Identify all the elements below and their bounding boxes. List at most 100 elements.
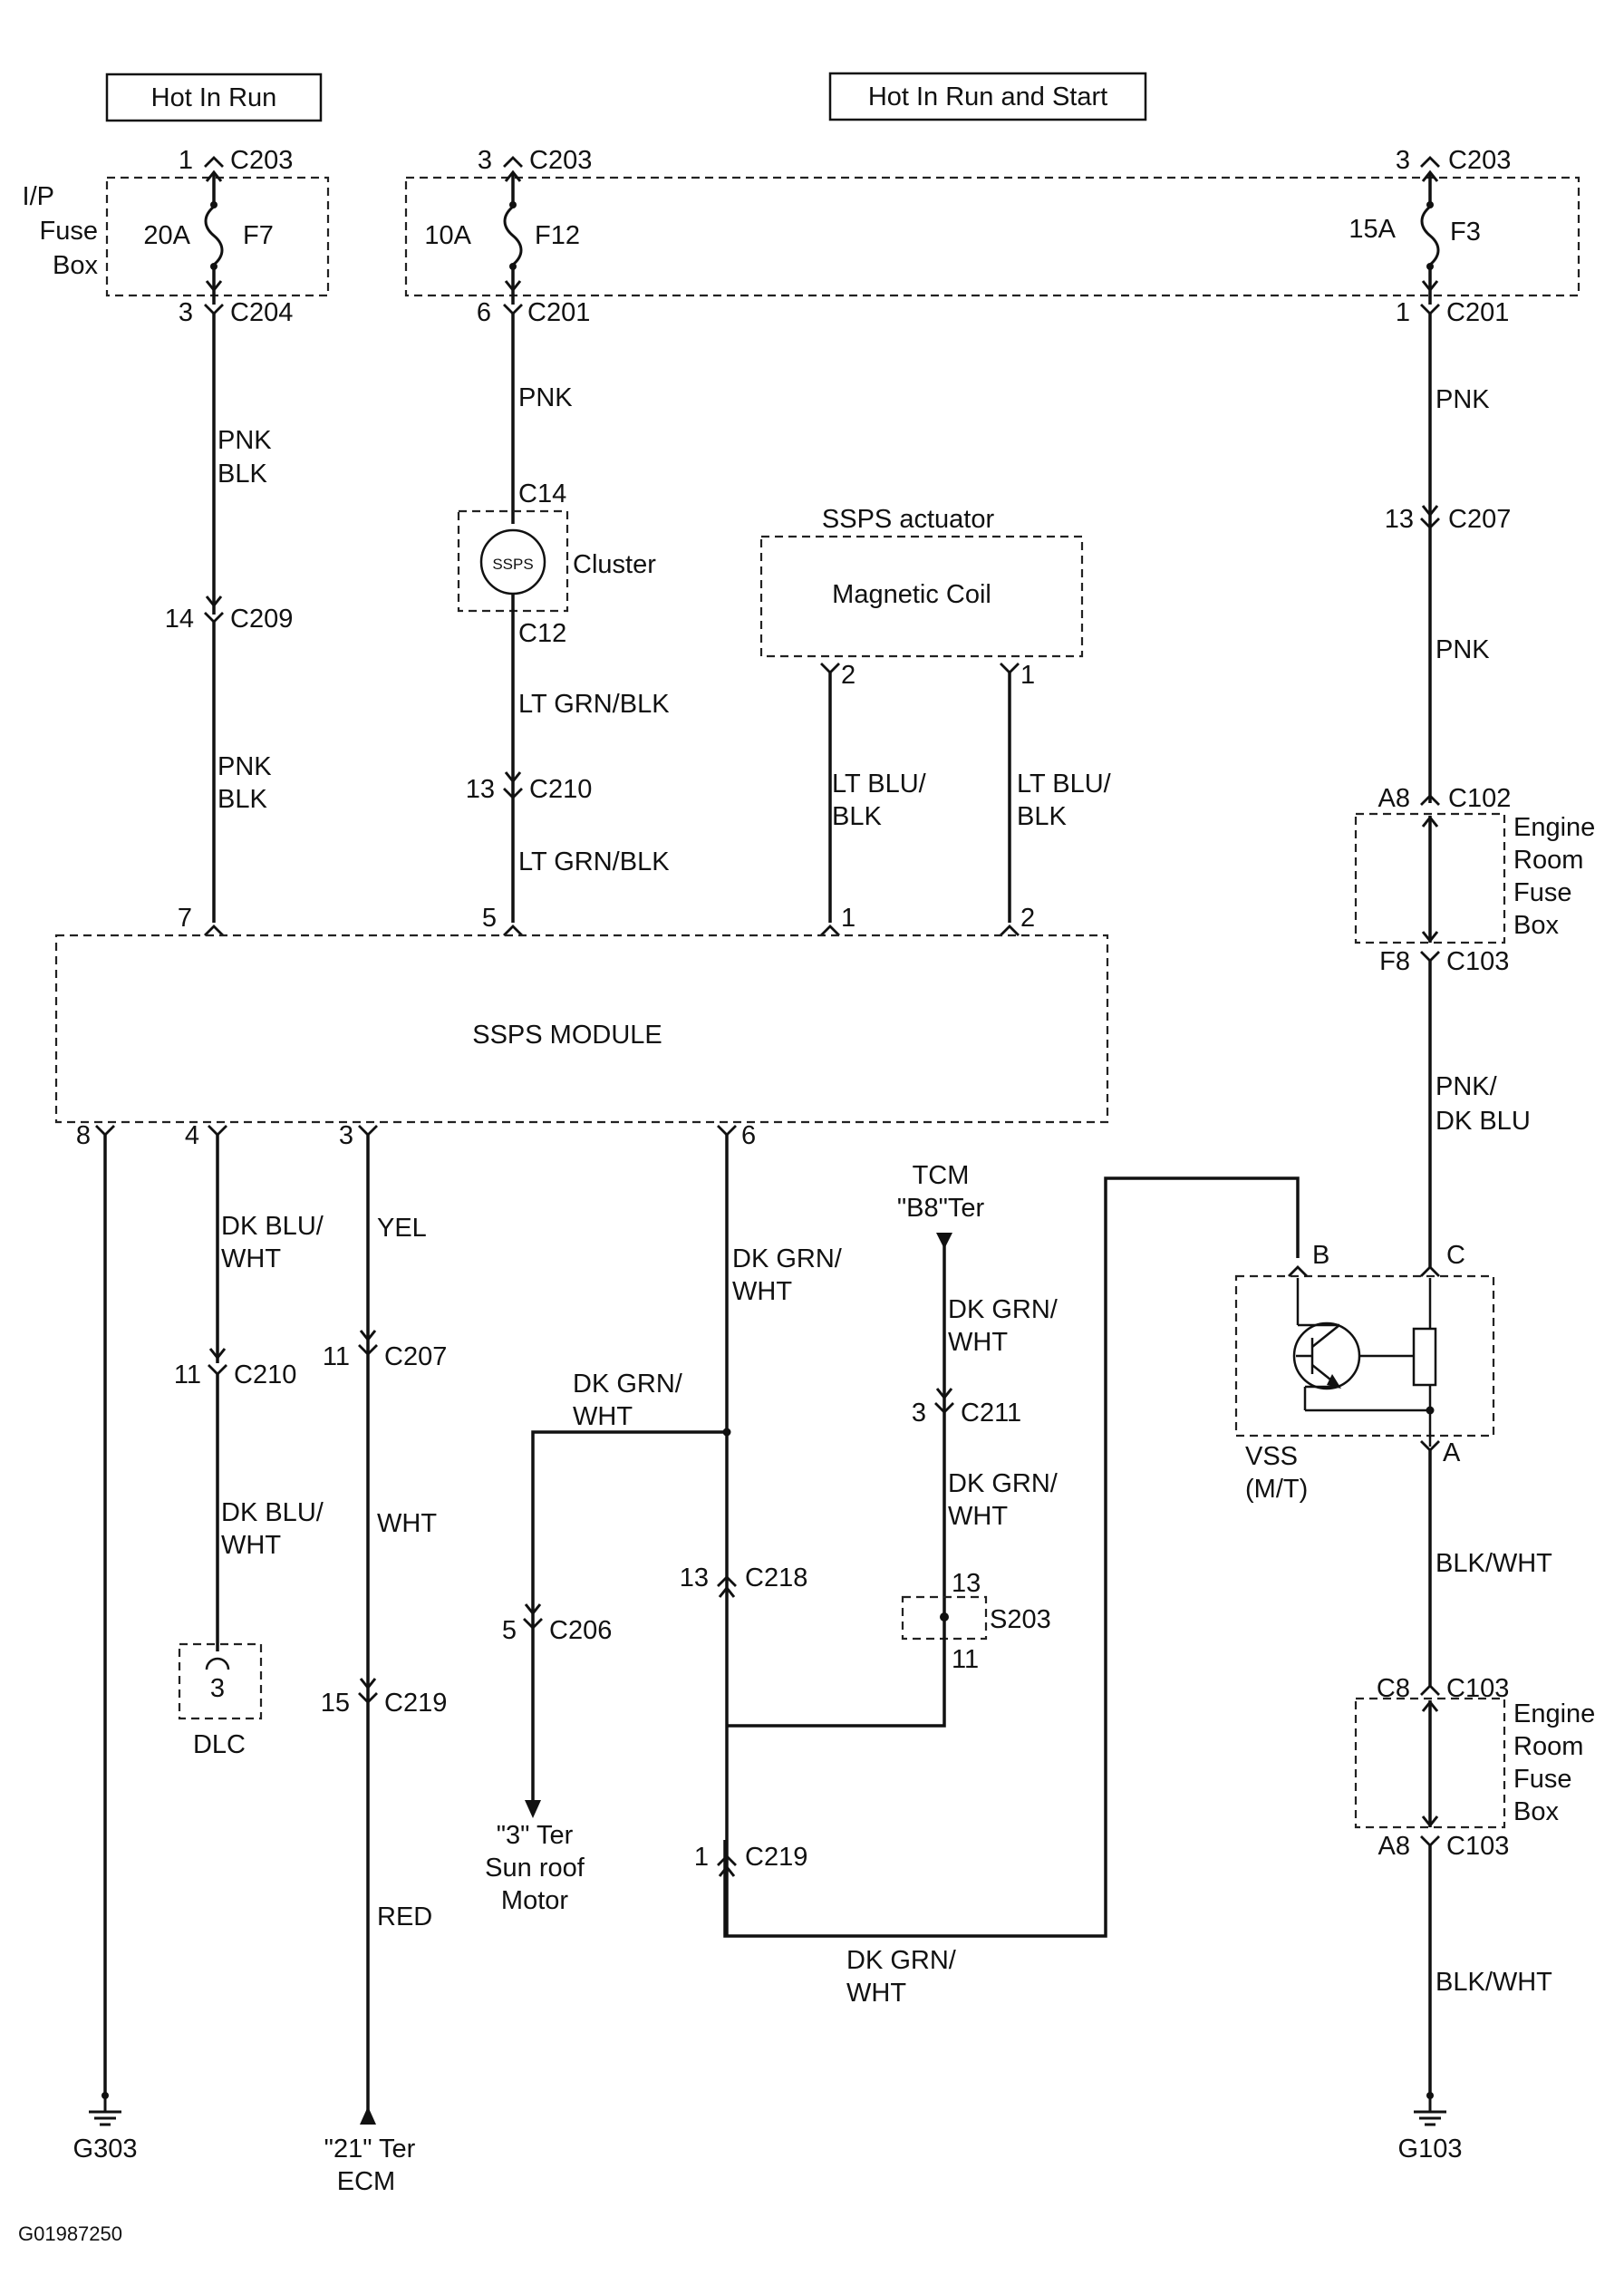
ip-fuse-box-label-3: Box: [53, 251, 98, 280]
vss-box: [1234, 1274, 1495, 1438]
svg-text:15: 15: [321, 1689, 350, 1718]
svg-text:11: 11: [174, 1360, 201, 1389]
svg-text:3: 3: [179, 298, 193, 327]
svg-text:C206: C206: [549, 1616, 612, 1645]
svg-text:C201: C201: [1446, 298, 1509, 327]
svg-text:BLK: BLK: [832, 802, 882, 831]
svg-text:2: 2: [841, 661, 856, 690]
svg-text:5: 5: [482, 904, 497, 933]
figure-id: G01987250: [18, 2222, 122, 2245]
svg-text:WHT: WHT: [221, 1244, 281, 1273]
svg-text:3: 3: [210, 1674, 225, 1703]
svg-text:B: B: [1312, 1241, 1329, 1270]
svg-text:Sun roof: Sun roof: [485, 1854, 585, 1883]
ip-fuse-box-label-1: I/P: [23, 182, 54, 211]
svg-text:C211: C211: [961, 1399, 1021, 1428]
svg-text:BLK: BLK: [218, 460, 267, 489]
svg-text:F7: F7: [243, 221, 274, 250]
svg-text:A: A: [1443, 1438, 1461, 1467]
svg-text:PNK: PNK: [1436, 635, 1490, 664]
svg-text:2: 2: [1020, 904, 1035, 933]
svg-text:SSPS: SSPS: [492, 556, 533, 573]
svg-text:1: 1: [1020, 661, 1035, 690]
svg-text:C201: C201: [527, 298, 590, 327]
svg-text:Room: Room: [1513, 846, 1583, 875]
actuator-title: SSPS actuator: [822, 505, 995, 534]
svg-text:C203: C203: [230, 146, 293, 175]
ecm-label: "21" Ter: [324, 2135, 416, 2164]
svg-text:1: 1: [841, 904, 856, 933]
svg-text:10A: 10A: [424, 221, 471, 250]
hot-in-run-label: Hot In Run: [151, 83, 277, 112]
svg-text:C: C: [1446, 1241, 1465, 1270]
svg-text:BLK: BLK: [1017, 802, 1067, 831]
svg-text:BLK: BLK: [218, 785, 267, 814]
svg-text:13: 13: [466, 775, 495, 804]
svg-text:14: 14: [165, 605, 194, 634]
hot-in-run-start-header: Hot In Run and Start: [828, 72, 1147, 121]
svg-text:C218: C218: [745, 1563, 807, 1592]
fuse-f7: 1 C203 20A F7: [143, 146, 293, 305]
wire-dk-grn-wht-vss: [723, 1176, 1300, 1938]
svg-text:PNK: PNK: [218, 426, 272, 455]
svg-text:6: 6: [741, 1121, 756, 1150]
svg-text:A8: A8: [1378, 1832, 1410, 1861]
svg-text:DK BLU/: DK BLU/: [221, 1498, 324, 1527]
svg-text:7: 7: [178, 904, 192, 933]
svg-text:C210: C210: [529, 775, 592, 804]
svg-text:WHT: WHT: [573, 1402, 633, 1431]
hot-in-run-start-label: Hot In Run and Start: [868, 82, 1107, 111]
engine-room-fuse-box-upper: [1354, 812, 1506, 944]
svg-text:Motor: Motor: [501, 1886, 568, 1915]
hot-in-run-header: Hot In Run: [105, 73, 323, 122]
svg-text:DK BLU: DK BLU: [1436, 1107, 1531, 1136]
svg-text:C219: C219: [745, 1843, 807, 1872]
svg-text:F8: F8: [1379, 947, 1410, 976]
svg-text:ECM: ECM: [337, 2167, 395, 2196]
svg-text:LT BLU/: LT BLU/: [1017, 770, 1112, 799]
svg-text:WHT: WHT: [221, 1531, 281, 1560]
svg-text:1: 1: [1396, 298, 1410, 327]
sunroof-terminal-arrow-icon: [525, 1800, 541, 1818]
svg-text:1: 1: [179, 146, 193, 175]
svg-text:8: 8: [76, 1121, 91, 1150]
svg-text:PNK: PNK: [518, 383, 573, 412]
dlc-label: DLC: [193, 1730, 246, 1759]
svg-text:C219: C219: [384, 1689, 447, 1718]
svg-text:C103: C103: [1446, 947, 1509, 976]
splice-s203-label: S203: [990, 1605, 1051, 1634]
svg-text:11: 11: [323, 1342, 350, 1371]
svg-text:Fuse: Fuse: [1513, 878, 1571, 907]
svg-text:C8: C8: [1377, 1674, 1410, 1703]
svg-text:5: 5: [502, 1616, 517, 1645]
magnetic-coil-box: [759, 535, 1084, 658]
svg-text:A8: A8: [1378, 784, 1410, 813]
tcm-label: TCM: [913, 1161, 970, 1190]
ground-g103-icon: [1412, 2094, 1448, 2126]
ssps-module: [54, 934, 1109, 1124]
magnetic-coil-label: Magnetic Coil: [832, 580, 991, 609]
ground-g103-label: G103: [1398, 2135, 1463, 2164]
svg-text:BLK/WHT: BLK/WHT: [1436, 1549, 1552, 1578]
ssps-module-label: SSPS MODULE: [472, 1021, 662, 1050]
svg-text:WHT: WHT: [948, 1502, 1008, 1531]
svg-text:WHT: WHT: [377, 1509, 437, 1538]
svg-text:C209: C209: [230, 605, 293, 634]
svg-text:DK GRN/: DK GRN/: [846, 1946, 957, 1975]
engine-room-fuse-box-lower: [1354, 1697, 1506, 1829]
svg-text:YEL: YEL: [377, 1214, 427, 1243]
vss-label: VSS: [1245, 1442, 1298, 1471]
svg-text:Box: Box: [1513, 1797, 1559, 1826]
svg-text:LT BLU/: LT BLU/: [832, 770, 927, 799]
svg-text:13: 13: [680, 1563, 709, 1592]
svg-text:LT GRN/BLK: LT GRN/BLK: [518, 690, 670, 719]
svg-text:WHT: WHT: [732, 1277, 792, 1306]
svg-text:LT GRN/BLK: LT GRN/BLK: [518, 847, 670, 876]
dlc-box: [178, 1642, 263, 1720]
ground-g303-label: G303: [73, 2135, 138, 2164]
ip-fuse-box-label-2: Fuse: [40, 217, 98, 246]
svg-text:RED: RED: [377, 1902, 432, 1931]
ip-fuse-box-right: [404, 176, 1580, 297]
svg-text:DK GRN/: DK GRN/: [948, 1295, 1058, 1324]
svg-text:3: 3: [339, 1121, 353, 1150]
